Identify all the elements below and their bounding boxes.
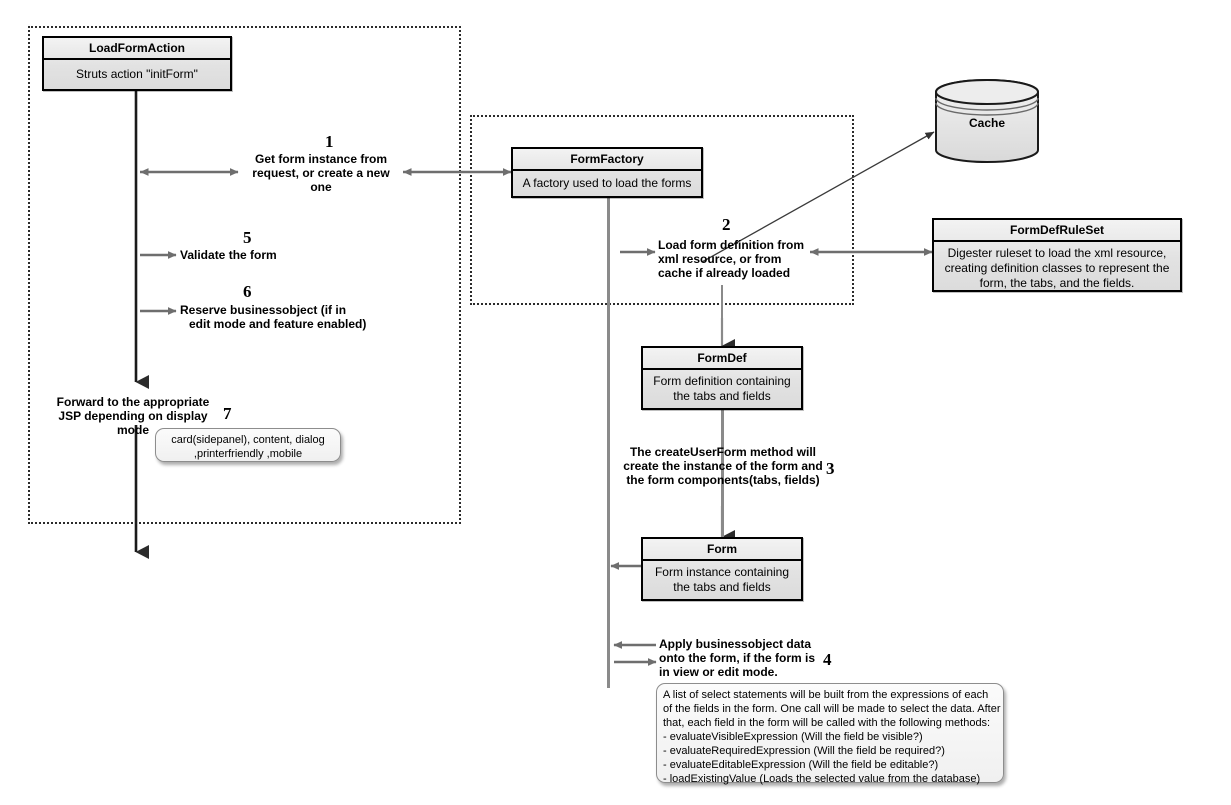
message-line: Load form definition from xyxy=(658,238,804,252)
lifeline-step2 xyxy=(721,285,723,319)
step-number-4: 4 xyxy=(823,650,832,669)
note-line: of the fields in the form. One call will… xyxy=(663,703,1001,715)
class-title-form: Form xyxy=(643,539,801,561)
message-label-6: Reserve businessobject (if in edit mode … xyxy=(180,303,400,331)
note-line: - evaluateVisibleExpression (Will the fi… xyxy=(663,731,923,743)
class-title-form-def: FormDef xyxy=(643,348,801,370)
class-box-form-def[interactable]: FormDef Form definition containing the t… xyxy=(641,346,803,410)
message-line: Apply businessobject data xyxy=(659,637,812,651)
message-line: cache if already loaded xyxy=(658,266,791,280)
class-title-form-factory: FormFactory xyxy=(513,149,701,171)
step-number-7: 7 xyxy=(223,404,232,423)
message-line: onto the form, if the form is xyxy=(659,651,815,665)
message-line: xml resource, or from xyxy=(658,252,782,266)
note-line: card(sidepanel), content, dialog xyxy=(171,434,325,446)
class-title-form-def-rule-set: FormDefRuleSet xyxy=(934,220,1180,242)
message-line: edit mode and feature enabled) xyxy=(189,317,367,331)
message-line: request, or create a new xyxy=(252,166,390,180)
note-line: that, each field in the form will be cal… xyxy=(663,717,991,729)
message-line: mode xyxy=(116,423,149,437)
class-body-form-factory: A factory used to load the forms xyxy=(522,176,692,190)
step-number-1: 1 xyxy=(325,132,334,151)
message-line: The createUserForm method will xyxy=(629,445,817,459)
note-line: ,printerfriendly ,mobile xyxy=(193,448,303,460)
note-select-statements[interactable]: A list of select statements will be buil… xyxy=(656,683,1004,785)
step-number-2: 2 xyxy=(722,215,731,234)
step-number-5: 5 xyxy=(243,228,252,247)
class-box-form-def-rule-set[interactable]: FormDefRuleSet Digester ruleset to load … xyxy=(932,218,1182,292)
message-label-1: Get form instance from request, or creat… xyxy=(243,152,399,194)
message-line: create the instance of the form and xyxy=(623,459,823,473)
message-line: JSP depending on display xyxy=(58,409,208,423)
note-line: A list of select statements will be buil… xyxy=(663,689,989,701)
message-line: Get form instance from xyxy=(254,152,388,166)
message-line: Forward to the appropriate xyxy=(56,395,210,409)
note-display-modes[interactable]: card(sidepanel), content, dialog ,printe… xyxy=(155,428,341,462)
lifeline-form-factory xyxy=(607,198,610,688)
message-line: in view or edit mode. xyxy=(659,665,778,679)
note-line: - loadExistingValue (Loads the selected … xyxy=(663,773,981,785)
message-label-7: Forward to the appropriate JSP depending… xyxy=(50,395,216,437)
class-box-form-factory[interactable]: FormFactory A factory used to load the f… xyxy=(511,147,703,198)
message-line: Validate the form xyxy=(180,248,277,262)
message-line: Reserve businessobject (if in xyxy=(180,303,347,317)
class-body-load-form-action: Struts action "initForm" xyxy=(76,67,198,81)
database-icon xyxy=(935,79,1039,163)
message-label-2: Load form definition from xml resource, … xyxy=(658,238,818,280)
note-line: - evaluateEditableExpression (Will the f… xyxy=(663,759,939,771)
class-title-load-form-action: LoadFormAction xyxy=(44,38,230,60)
message-line: one xyxy=(310,180,332,194)
class-body-form-def: Form definition containing the tabs and … xyxy=(653,374,791,403)
note-line: - evaluateRequiredExpression (Will the f… xyxy=(663,745,945,757)
class-box-load-form-action[interactable]: LoadFormAction Struts action "initForm" xyxy=(42,36,232,91)
class-body-form: Form instance containing the tabs and fi… xyxy=(654,565,790,594)
lifeline-form-def xyxy=(721,410,724,540)
class-body-form-def-rule-set: Digester ruleset to load the xml resourc… xyxy=(944,246,1170,290)
step-number-3: 3 xyxy=(826,459,835,478)
class-box-form[interactable]: Form Form instance containing the tabs a… xyxy=(641,537,803,601)
step-number-6: 6 xyxy=(243,282,252,301)
cache-label: Cache xyxy=(968,116,1006,130)
message-label-5: Validate the form xyxy=(180,248,380,262)
cache-cylinder[interactable]: Cache xyxy=(933,78,1041,164)
message-label-3: The createUserForm method will create th… xyxy=(622,445,824,487)
group-frame-action xyxy=(28,26,461,524)
message-line: the form components(tabs, fields) xyxy=(626,473,820,487)
message-label-4: Apply businessobject data onto the form,… xyxy=(659,637,839,679)
